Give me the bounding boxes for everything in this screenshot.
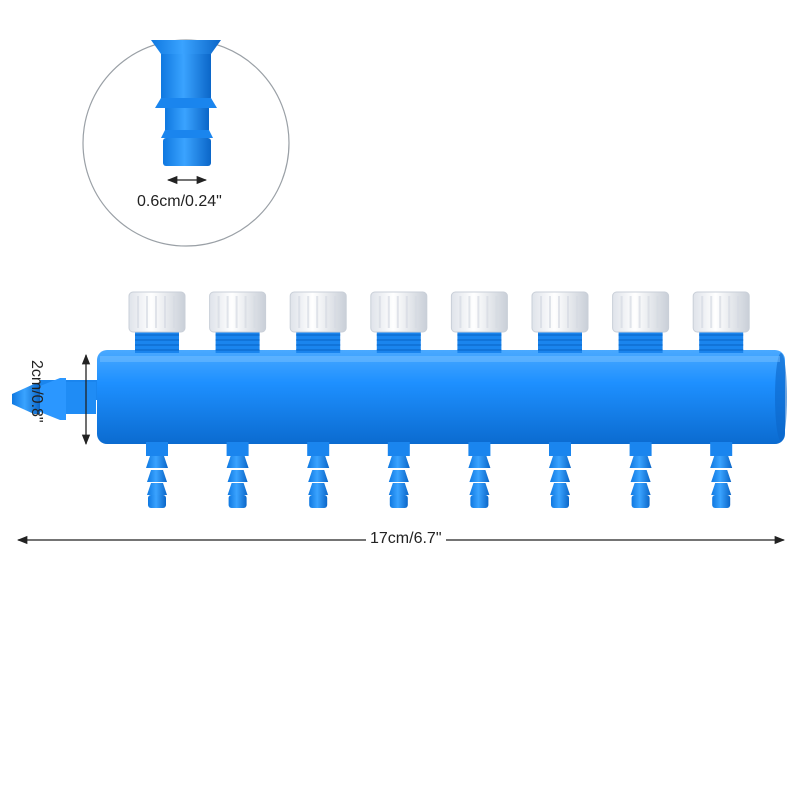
- body-height-label: 2cm/0.8": [28, 360, 45, 423]
- outlet-barb: [387, 442, 410, 508]
- valve-4: [370, 291, 428, 508]
- valve-2: [209, 291, 267, 508]
- valve-6: [531, 291, 589, 508]
- detail-lens: [82, 39, 290, 247]
- outlet-barb: [710, 442, 733, 508]
- outlet-barb: [146, 442, 168, 508]
- valve-5: [450, 291, 508, 508]
- inlet-barb: [12, 378, 100, 420]
- nozzle-closeup: [151, 40, 221, 166]
- valve-row: [128, 291, 750, 508]
- total-length-label: 17cm/6.7": [366, 530, 446, 548]
- outlet-barb: [307, 442, 330, 508]
- valve-8: [692, 291, 750, 508]
- manifold-body: [97, 350, 787, 444]
- valve-3: [289, 291, 347, 508]
- outlet-barb: [226, 442, 249, 508]
- outlet-barb: [468, 442, 491, 508]
- outlet-barb: [549, 442, 571, 508]
- valve-7: [612, 291, 670, 508]
- nozzle-diameter-label: 0.6cm/0.24": [137, 193, 222, 210]
- outlet-barb: [629, 442, 652, 508]
- valve-1: [128, 291, 186, 508]
